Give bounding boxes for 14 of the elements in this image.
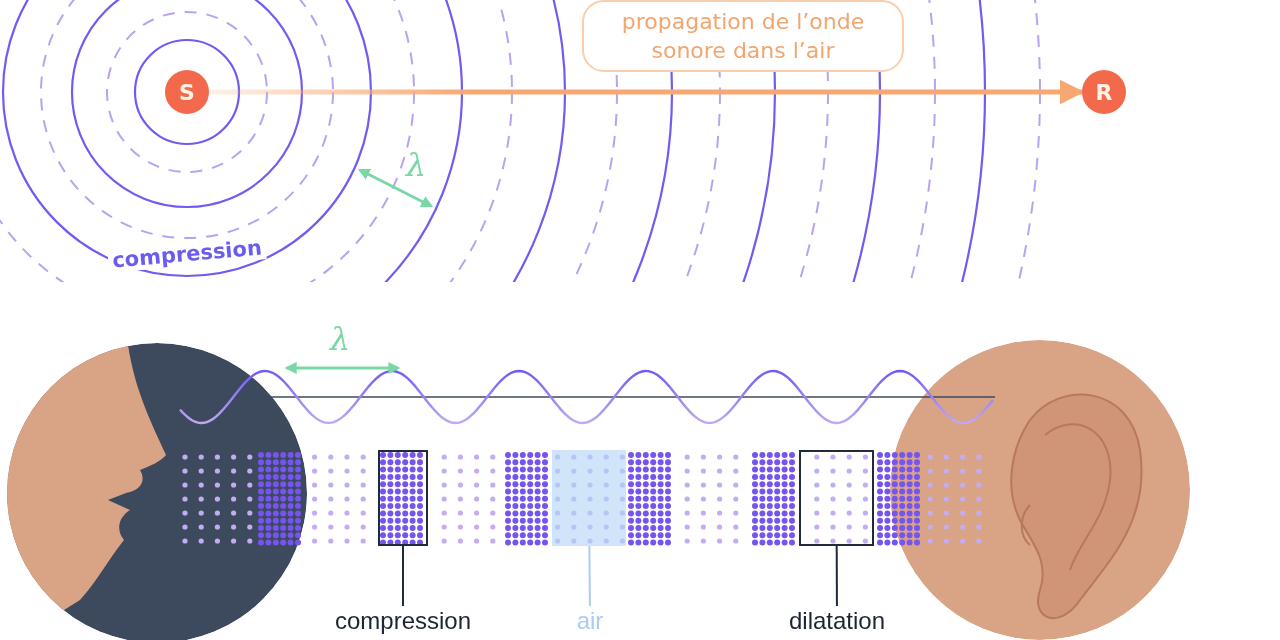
highlight-frame	[378, 450, 428, 546]
leader-line	[402, 545, 404, 607]
caption-label: dilatation	[762, 606, 912, 636]
highlight-frame	[799, 450, 874, 546]
caption-label: compression	[318, 606, 488, 636]
point-marker: S	[165, 70, 209, 114]
wavelength-symbol: λ	[330, 320, 351, 358]
point-marker: R	[1082, 70, 1126, 114]
air-region	[552, 450, 626, 546]
leader-line	[835, 545, 838, 607]
leader-line	[588, 545, 591, 607]
wavelength-symbol: λ	[406, 146, 427, 184]
callout-box: propagation de l’onde sonore dans l’air	[582, 0, 904, 72]
caption-label: air	[560, 606, 620, 636]
